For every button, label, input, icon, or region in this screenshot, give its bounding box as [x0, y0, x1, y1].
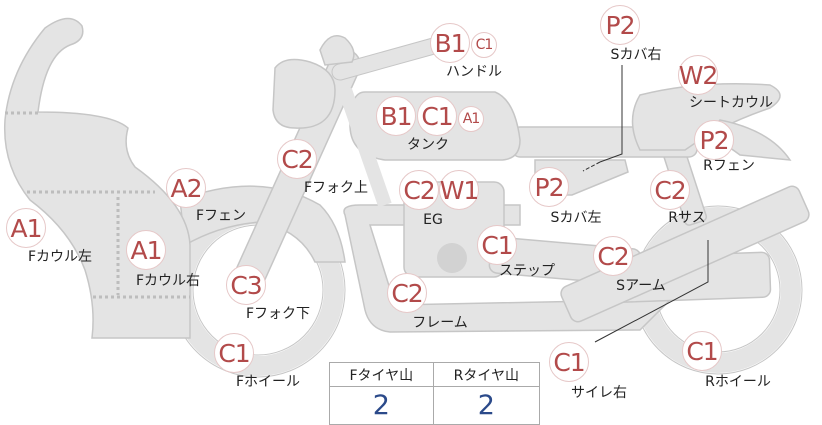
- step-label: ステップ: [499, 263, 555, 279]
- leader-lines: [582, 65, 709, 343]
- tank-grade-badge[interactable]: A1: [458, 106, 484, 132]
- engine-label: EG: [423, 212, 443, 228]
- headlight-shape: [272, 58, 336, 129]
- rfender-label: Rフェン: [703, 158, 755, 174]
- ffender-label: Fフェン: [195, 208, 247, 224]
- frame-label: フレーム: [412, 315, 468, 331]
- fwheel-label: Fホイール: [235, 374, 301, 390]
- frame-grade-badge[interactable]: C2: [387, 273, 427, 313]
- front-tire-header: Fタイヤ山: [329, 362, 434, 387]
- ffender-grade-badge[interactable]: A2: [166, 168, 206, 208]
- tank-label: タンク: [407, 137, 449, 153]
- rwheel-label: Rホイール: [705, 374, 771, 390]
- fcowl-left-label: Fカウル左: [27, 249, 93, 265]
- tank-grade-badge[interactable]: C1: [417, 96, 457, 136]
- handle-grade-badge[interactable]: B1: [430, 23, 470, 63]
- scover-left-label: Sカバ左: [550, 210, 602, 226]
- front-tire-value: 2: [329, 386, 434, 425]
- rear-tire-header: Rタイヤ山: [432, 362, 541, 387]
- swingarm-grade-badge[interactable]: C2: [593, 236, 633, 276]
- scover-left-grade-badge[interactable]: P2: [529, 167, 569, 207]
- rear-tire-value: 2: [432, 386, 541, 425]
- swingarm-label: Sアーム: [616, 278, 666, 294]
- silencer-right-grade-badge[interactable]: C1: [549, 342, 589, 382]
- tank-grade-badge[interactable]: B1: [376, 96, 416, 136]
- front-cowl-shape: [3, 17, 191, 339]
- front-fender-shape: [179, 185, 346, 263]
- cowl-divider-lines: [5, 111, 190, 299]
- rfender-grade-badge[interactable]: P2: [694, 120, 734, 160]
- silencer-right-label: サイレ右: [571, 385, 627, 401]
- engine-grade-badge[interactable]: W1: [439, 170, 479, 210]
- step-grade-badge[interactable]: C1: [477, 225, 517, 265]
- scover-right-grade-badge[interactable]: P2: [600, 5, 640, 45]
- ffork-upper-label: Fフォク上: [303, 180, 369, 196]
- fcowl-right-grade-badge[interactable]: A1: [126, 230, 166, 270]
- swingarm-shape: [560, 185, 810, 323]
- seat-cowl-label: シートカウル: [689, 95, 773, 111]
- ffork-lower-grade-badge[interactable]: C3: [226, 265, 266, 305]
- rwheel-grade-badge[interactable]: C1: [682, 331, 722, 371]
- ffork-upper-grade-badge[interactable]: C2: [277, 139, 317, 179]
- fwheel-grade-badge[interactable]: C1: [214, 333, 254, 373]
- engine-grade-badge[interactable]: C2: [399, 170, 439, 210]
- seat-cowl-grade-badge[interactable]: W2: [678, 55, 718, 95]
- scover-right-label: Sカバ右: [610, 47, 662, 63]
- fcowl-right-label: Fカウル右: [135, 273, 201, 289]
- tire-tread-table: Fタイヤ山 Rタイヤ山 2 2: [329, 362, 541, 425]
- rsus-grade-badge[interactable]: C2: [650, 170, 690, 210]
- fcowl-left-grade-badge[interactable]: A1: [6, 208, 46, 248]
- ffork-lower-label: Fフォク下: [245, 306, 311, 322]
- handle-label: ハンドル: [446, 64, 502, 80]
- handle-grade-badge[interactable]: C1: [471, 32, 497, 58]
- rsus-label: Rサス: [668, 210, 706, 226]
